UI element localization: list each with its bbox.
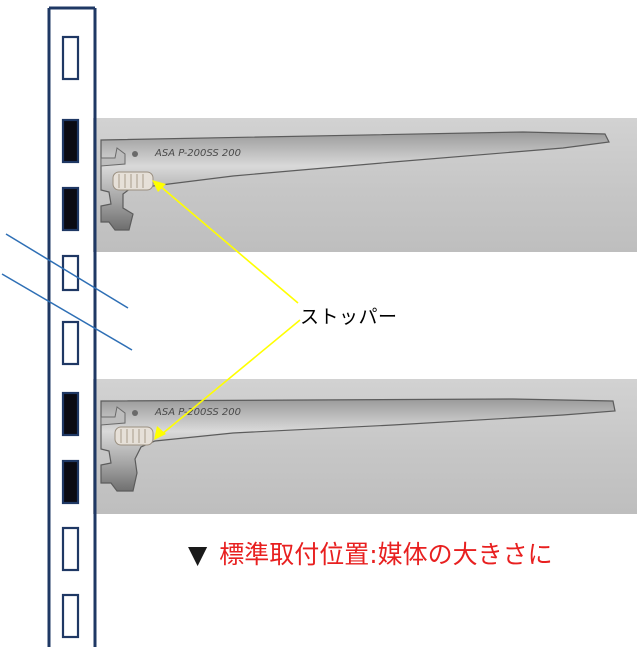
rail-slot [61,186,80,232]
stopper-bottom [114,426,154,446]
triangle-down-icon: ▼ [188,540,208,569]
caption: ▼ 標準取付位置:媒体の大きさに [188,535,553,571]
bracket-engraving-bottom: ASA P-200SS 200 [154,407,241,418]
rail-slot [61,254,80,292]
bracket-photo-bottom: ASA P-200SS 200 [93,379,637,514]
bracket-hole-top [132,151,138,157]
bracket-arm-top [100,131,610,231]
bracket-top: ASA P-200SS 200 [100,131,610,231]
bracket-photo-top: ASA P-200SS 200 [93,118,637,252]
rail-slot [61,391,80,437]
bracket-engraving-top: ASA P-200SS 200 [154,148,241,159]
rail-slot [61,35,80,81]
wall-rail [47,6,97,647]
bracket-bottom: ASA P-200SS 200 [100,398,616,492]
stopper-label: ストッパー [300,306,398,328]
rail-slot [61,320,80,366]
caption-text: 標準取付位置:媒体の大きさに [219,540,553,569]
rail-slot [61,593,80,639]
bracket-hole-bottom [132,410,138,416]
rail-slot [61,526,80,572]
rail-slots [61,35,80,639]
rail-slot [61,459,80,505]
rail-slot [61,118,80,164]
